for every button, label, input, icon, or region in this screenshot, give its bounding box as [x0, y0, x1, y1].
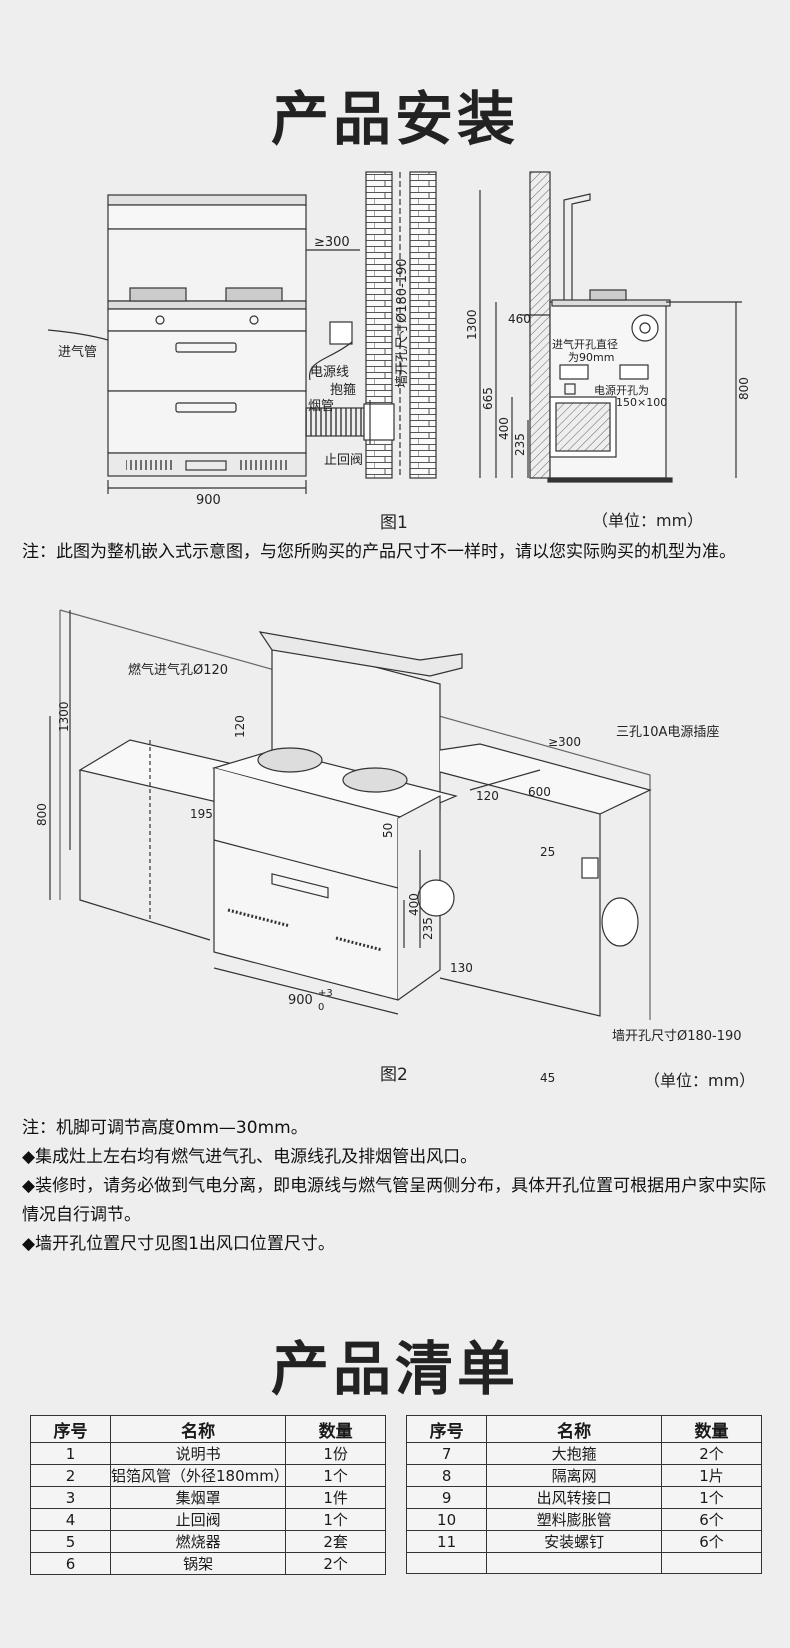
col-header-index: 序号 [30, 1415, 111, 1443]
gas-hole-note-1: 进气开孔直径 [552, 337, 618, 351]
wall-hole-label: 墙开孔尺寸Ø180-190 [395, 258, 410, 388]
fig2-dim-400: 400 [407, 893, 421, 916]
label-check-valve: 止回阀 [324, 453, 363, 468]
figure-2-diagram: 1300 800 燃气进气孔Ø120 120 195 50 900 +3 0 4… [35, 609, 755, 1090]
fig2-dim-300: ≥300 [548, 735, 581, 749]
figure-2-unit: （单位：mm） [644, 1071, 755, 1090]
label-power-cord: 电源线 [310, 365, 349, 380]
dim-235: 235 [513, 433, 527, 456]
dim-width-900: 900 [196, 493, 221, 508]
note-line: ◆集成灶上左右均有燃气进气孔、电源线孔及排烟管出风口。 [22, 1147, 478, 1167]
fig2-dim-1300: 1300 [57, 701, 71, 732]
fig2-wall-hole: 墙开孔尺寸Ø180-190 [612, 1029, 742, 1044]
figure-2-caption: 图2 [380, 1065, 408, 1085]
fig2-dim-25: 25 [540, 845, 555, 859]
dim-wall-gap: ≥300 [314, 235, 350, 250]
fig2-dim-900: 900 [288, 993, 313, 1008]
label-smoke-pipe: 烟管 [308, 399, 334, 414]
install-title: 产品安装 [270, 85, 519, 153]
note-line: 注：机脚可调节高度0mm—30mm。 [22, 1118, 308, 1138]
dim-400: 400 [497, 417, 511, 440]
note-line: ◆墙开孔位置尺寸见图1出风口位置尺寸。 [22, 1234, 335, 1254]
figure-1-unit: （单位：mm） [592, 511, 703, 530]
fig2-dim-600: 600 [528, 785, 551, 799]
fig2-tol-zero: 0 [318, 1002, 324, 1013]
notes-figure-2: 注：机脚可调节高度0mm—30mm。 ◆集成灶上左右均有燃气进气孔、电源线孔及排… [22, 1114, 772, 1259]
figure-1-diagram: 进气管 ≥300 900 电源线 抱箍 烟管 止回阀 墙开孔尺寸Ø180-190… [47, 171, 751, 533]
dim-800: 800 [737, 377, 751, 400]
col-header-name: 名称 [109, 1415, 287, 1443]
power-hole-note-1: 电源开孔为 [594, 383, 649, 397]
fig2-dim-195: 195 [190, 807, 213, 821]
fig2-socket-label: 三孔10A电源插座 [616, 725, 719, 740]
fig2-tol-plus: +3 [318, 988, 333, 999]
note-line: ◆装修时，请务必做到气电分离，即电源线与燃气管呈两侧分布，具体开孔位置可根据用户… [22, 1176, 767, 1225]
figure-1-caption: 图1 [380, 513, 408, 533]
dim-gas-pipe-label: 进气管 [58, 344, 97, 360]
fig2-dim-120-side: 120 [476, 789, 499, 803]
fig2-dim-120-top: 120 [233, 715, 247, 738]
col-header-index: 序号 [405, 1415, 488, 1443]
fig2-dim-50: 50 [381, 823, 395, 838]
fig2-dim-800: 800 [35, 803, 49, 826]
product-list-title: 产品清单 [270, 1335, 519, 1403]
gas-hole-note-2: 为90mm [568, 351, 614, 364]
table-row [405, 1552, 762, 1574]
note-figure-1: 注：此图为整机嵌入式示意图，与您所购买的产品尺寸不一样时，请以您实际购买的机型为… [22, 542, 736, 562]
power-hole-note-2: 150×100 [616, 396, 667, 409]
fig2-dim-235: 235 [421, 917, 435, 940]
fig2-dim-45: 45 [540, 1071, 555, 1085]
fig2-gas-inlet: 燃气进气孔Ø120 [128, 662, 228, 678]
col-header-qty: 数量 [285, 1415, 386, 1443]
dim-665: 665 [481, 387, 495, 410]
label-clamp: 抱箍 [330, 382, 356, 398]
dim-460: 460 [508, 312, 531, 326]
col-header-name: 名称 [486, 1415, 663, 1443]
fig2-dim-130: 130 [450, 961, 473, 975]
dim-1300: 1300 [465, 309, 479, 340]
col-header-qty: 数量 [661, 1415, 762, 1443]
